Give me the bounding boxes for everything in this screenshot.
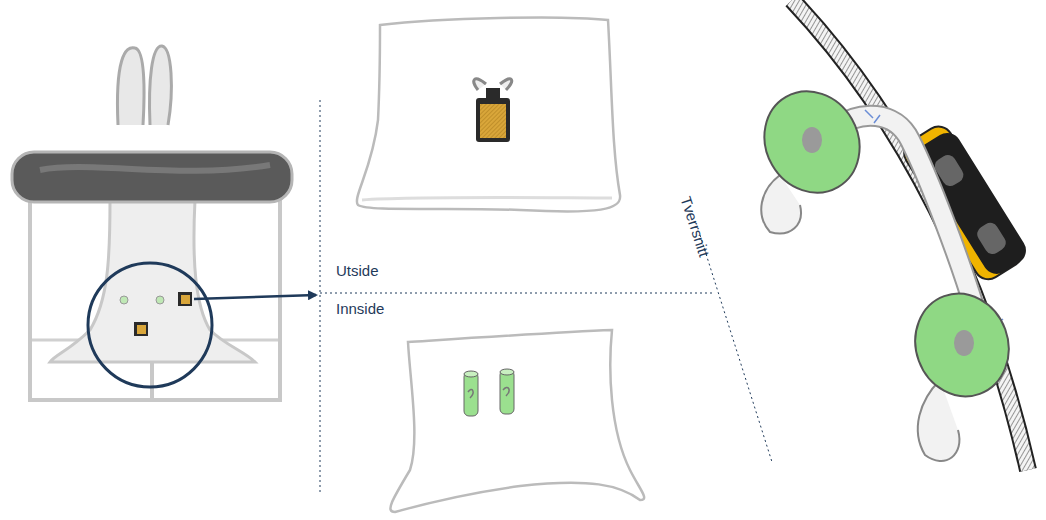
cross-section — [746, 0, 1031, 470]
side-label: Utside — [336, 262, 379, 279]
outside-view — [357, 18, 620, 212]
section-label: Tverrsnitt — [678, 194, 713, 259]
device-overview — [12, 46, 316, 400]
side-label: Innside — [336, 300, 384, 317]
inside-view — [390, 330, 644, 512]
